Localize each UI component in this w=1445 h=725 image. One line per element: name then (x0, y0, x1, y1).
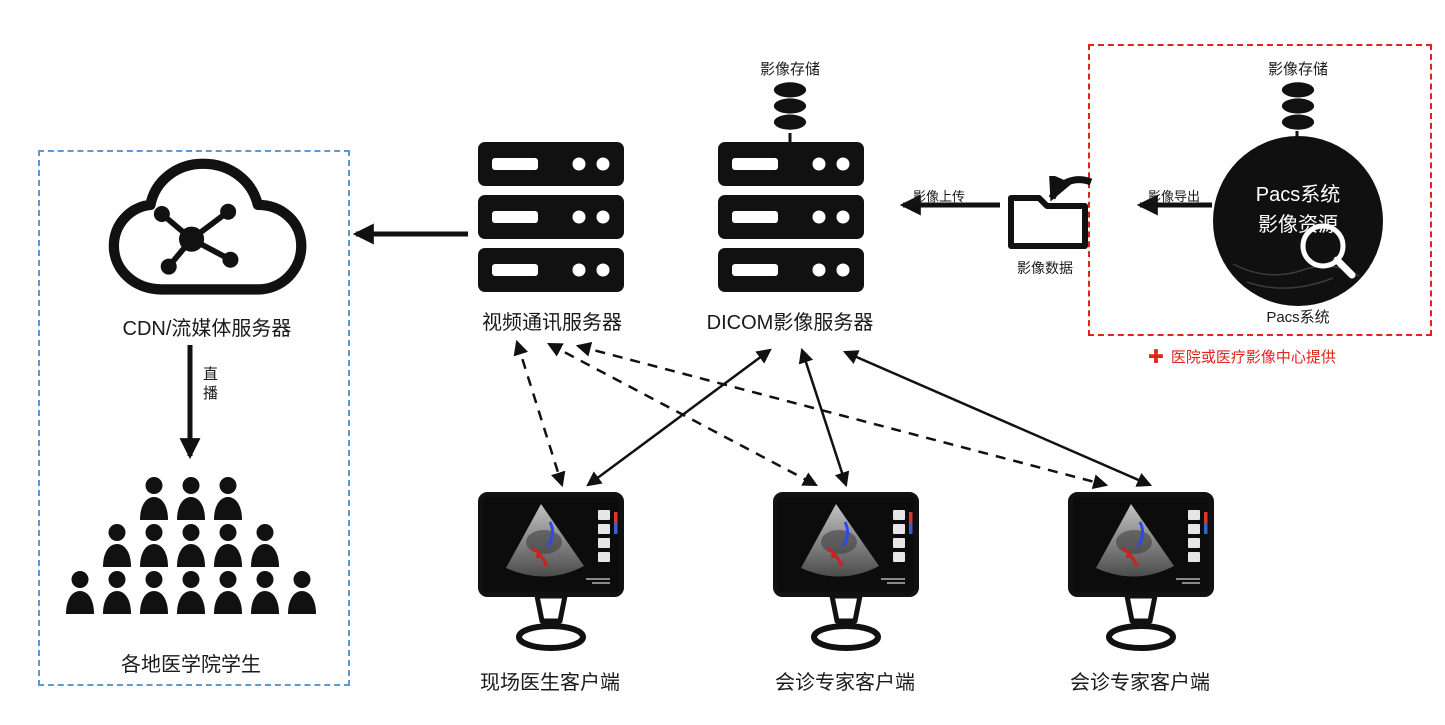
provider-note: ✚ 医院或医疗影像中心提供 (1148, 348, 1336, 367)
edge-dicom-client2 (798, 347, 850, 488)
person-icon (214, 571, 242, 614)
crowd-row (63, 570, 319, 614)
video-server-label: 视频通讯服务器 (482, 312, 622, 334)
pacs-storage-label: 影像存储 (1267, 61, 1328, 78)
person-icon (140, 571, 168, 614)
provider-note-text: 医院或医疗影像中心提供 (1170, 349, 1336, 366)
person-icon (140, 477, 168, 520)
client3-monitor-icon (1068, 492, 1214, 658)
client3-label: 会诊专家客户端 (1070, 672, 1210, 694)
edge-video-client2 (547, 342, 818, 487)
person-icon (103, 524, 131, 567)
person-icon (251, 524, 279, 567)
pacs-circle-text: Pacs系统 影像资源 (1213, 180, 1383, 240)
ultrasound-image (801, 504, 913, 584)
image-folder-label: 影像数据 (1017, 260, 1073, 276)
edge-dicom-client3 (842, 350, 1153, 487)
video-server-icon (478, 142, 624, 292)
client2-label: 会诊专家客户端 (775, 672, 915, 694)
monitor-icon (1068, 492, 1214, 651)
crowd-row (137, 476, 245, 520)
client2-monitor-icon (773, 492, 919, 658)
client1-monitor-icon (478, 492, 624, 658)
pacs-system-node: Pacs系统 影像资源 (1213, 136, 1383, 306)
network-hub-icon (153, 203, 239, 275)
pacs-circle-subtitle: 影像资源 (1258, 214, 1338, 236)
pacs-group-box (1088, 44, 1432, 336)
edge-dicom-client1 (586, 348, 772, 487)
pacs-database-icon (1279, 80, 1317, 132)
person-icon (288, 571, 316, 614)
person-icon (103, 571, 131, 614)
person-icon (177, 571, 205, 614)
client1-label: 现场医生客户端 (480, 672, 620, 694)
person-icon (251, 571, 279, 614)
person-icon (140, 524, 168, 567)
dicom-storage-label: 影像存储 (759, 61, 820, 78)
person-icon (214, 477, 242, 520)
red-plus-icon: ✚ (1148, 347, 1164, 368)
pacs-circle-title: Pacs系统 (1255, 184, 1341, 206)
live-stream-label: 直播 (201, 366, 218, 404)
crowd-row (100, 523, 282, 567)
ultrasound-image (506, 504, 618, 584)
students-label: 各地医学院学生 (121, 654, 261, 676)
pacs-caption: Pacs系统 (1266, 309, 1330, 326)
image-folder-icon (1005, 176, 1095, 256)
ultrasound-image (1096, 504, 1208, 584)
export-flow-label: 影像导出 (1147, 189, 1200, 204)
person-icon (214, 524, 242, 567)
dicom-database-icon (771, 80, 809, 132)
monitor-icon (773, 492, 919, 651)
dicom-server-label: DICOM影像服务器 (706, 312, 874, 334)
upload-flow-label: 影像上传 (912, 189, 965, 204)
monitor-icon (478, 492, 624, 651)
person-icon (66, 571, 94, 614)
students-crowd-icon (56, 476, 326, 614)
cdn-server-label: CDN/流媒体服务器 (122, 318, 292, 340)
cdn-cloud-icon (86, 150, 336, 310)
person-icon (177, 524, 205, 567)
magnifier-icon (1232, 223, 1360, 289)
cdn-group-box (38, 150, 350, 686)
person-icon (177, 477, 205, 520)
edge-video-client3 (575, 341, 1109, 490)
dicom-server-icon (718, 142, 864, 292)
edge-video-client1 (513, 339, 566, 488)
